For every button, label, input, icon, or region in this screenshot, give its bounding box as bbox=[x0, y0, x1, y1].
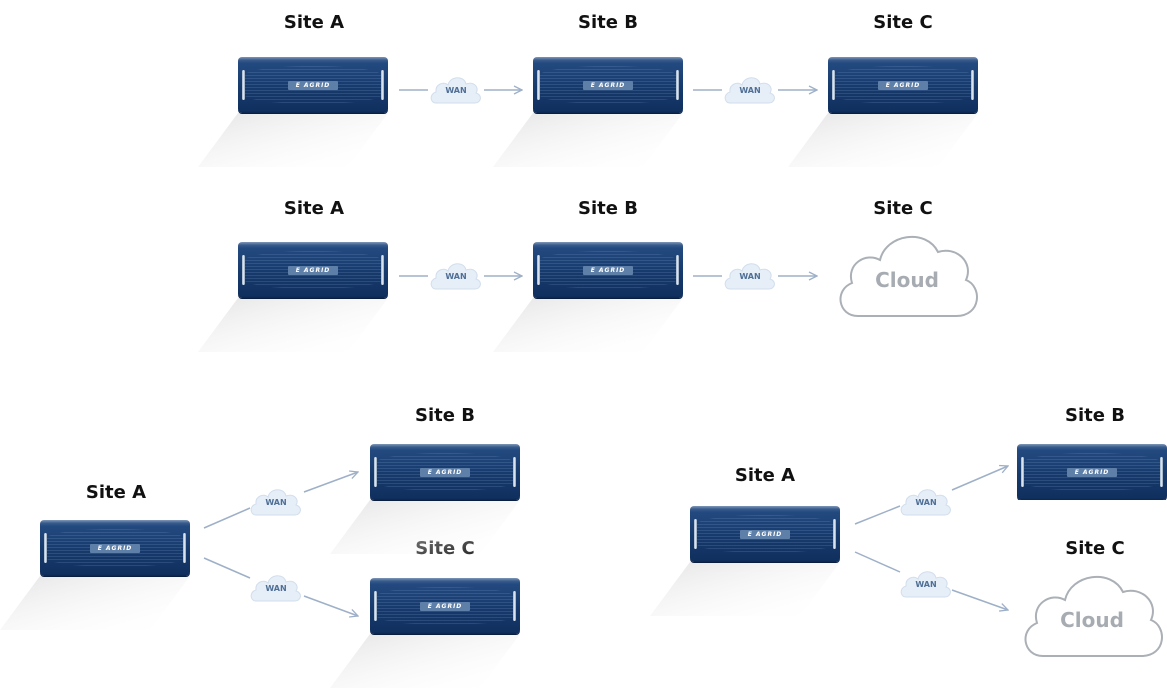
exagrid-appliance-site-a: E AGRID bbox=[198, 57, 388, 167]
exagrid-logo: E AGRID bbox=[288, 266, 338, 275]
exagrid-logo: E AGRID bbox=[288, 81, 338, 90]
exagrid-logo: E AGRID bbox=[420, 468, 470, 477]
wan-cloud-icon: WAN bbox=[248, 568, 304, 604]
site-c-label: Site C bbox=[873, 12, 933, 33]
wan-cloud-icon: WAN bbox=[248, 482, 304, 518]
link-d4-a-wan1 bbox=[854, 505, 901, 525]
cloud-label: Cloud bbox=[875, 268, 939, 292]
exagrid-logo: E AGRID bbox=[878, 81, 928, 90]
exagrid-appliance-site-a: E AGRID bbox=[0, 520, 190, 630]
link-d3-a-wan2 bbox=[203, 557, 251, 579]
site-a-label: Site A bbox=[283, 198, 345, 219]
wan-cloud-icon: WAN bbox=[722, 70, 778, 106]
wan-label: WAN bbox=[915, 580, 937, 589]
site-a-label: Site A bbox=[283, 12, 345, 33]
exagrid-appliance-site-c: E AGRID bbox=[788, 57, 978, 167]
wan-label: WAN bbox=[265, 584, 287, 593]
wan-label: WAN bbox=[739, 86, 761, 95]
link-d4-a-wan2 bbox=[854, 551, 901, 573]
exagrid-appliance-site-b: E AGRID bbox=[493, 242, 683, 352]
link-d4-wan2-cloud bbox=[951, 589, 1008, 610]
site-c-label: Site C bbox=[873, 198, 933, 219]
exagrid-logo: E AGRID bbox=[90, 544, 140, 553]
site-b-label: Site B bbox=[1065, 405, 1125, 426]
wan-cloud-icon: WAN bbox=[898, 482, 954, 518]
wan-cloud-icon: WAN bbox=[898, 564, 954, 600]
exagrid-appliance-site-a: E AGRID bbox=[650, 506, 840, 616]
site-b-label: Site B bbox=[578, 198, 638, 219]
connection-lines bbox=[203, 0, 1167, 666]
wan-label: WAN bbox=[915, 498, 937, 507]
wan-label: WAN bbox=[739, 272, 761, 281]
exagrid-logo: E AGRID bbox=[420, 602, 470, 611]
cloud-site-c-icon: Cloud bbox=[1017, 566, 1167, 658]
exagrid-logo: E AGRID bbox=[583, 81, 633, 90]
exagrid-logo: E AGRID bbox=[1067, 468, 1117, 477]
exagrid-appliance-site-b: E AGRID bbox=[493, 57, 683, 167]
site-a-label: Site A bbox=[85, 482, 147, 503]
link-d4-wan1-b bbox=[951, 466, 1008, 491]
cloud-site-c-icon: Cloud bbox=[832, 226, 982, 318]
site-c-label: Site C bbox=[1065, 538, 1125, 559]
cloud-label: Cloud bbox=[1060, 608, 1124, 632]
link-d3-a-wan1 bbox=[203, 507, 251, 529]
link-d3-wan1-b bbox=[303, 472, 358, 493]
exagrid-appliance-site-c: E AGRID bbox=[330, 578, 520, 688]
wan-cloud-icon: WAN bbox=[428, 256, 484, 292]
wan-cloud-icon: WAN bbox=[428, 70, 484, 106]
wan-label: WAN bbox=[265, 498, 287, 507]
exagrid-appliance-site-b: E AGRID bbox=[330, 444, 520, 554]
site-b-label: Site B bbox=[415, 405, 475, 426]
wan-label: WAN bbox=[445, 86, 467, 95]
exagrid-appliance-site-a: E AGRID bbox=[198, 242, 388, 352]
exagrid-logo: E AGRID bbox=[583, 266, 633, 275]
exagrid-appliance-site-b: E AGRID bbox=[1017, 444, 1167, 500]
link-d3-wan2-c bbox=[303, 595, 358, 616]
exagrid-logo: E AGRID bbox=[740, 530, 790, 539]
wan-cloud-icon: WAN bbox=[722, 256, 778, 292]
site-b-label: Site B bbox=[578, 12, 638, 33]
site-a-label: Site A bbox=[734, 465, 796, 486]
wan-label: WAN bbox=[445, 272, 467, 281]
